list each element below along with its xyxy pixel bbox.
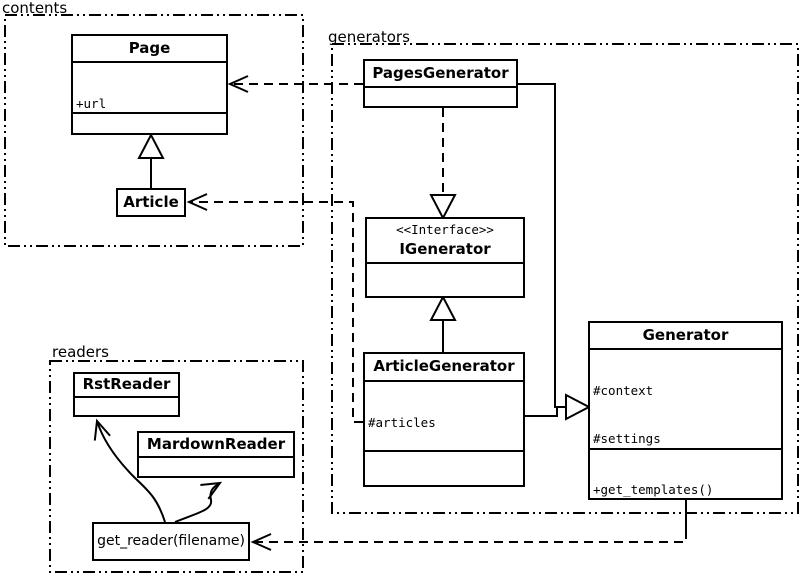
arrow-articlegenerator-uses-article bbox=[186, 193, 363, 423]
class-methods-mardownreader: +read() bbox=[139, 458, 293, 476]
package-label-generators: generators bbox=[328, 28, 410, 46]
class-box-pagesgenerator: PagesGenerator #pages bbox=[363, 59, 518, 108]
class-box-page: Page +url +slug +summary +check_properti… bbox=[71, 34, 228, 135]
attr-line: +url bbox=[76, 96, 107, 111]
class-methods-generator: +get_templates() +get_files(path,exclude… bbox=[590, 450, 781, 498]
class-methods-articlegenerator: +generate_feeds() +generate_pages() bbox=[365, 452, 523, 485]
class-box-mardownreader: MardownReader +read() bbox=[137, 431, 295, 478]
class-attributes-pagesgenerator: #pages bbox=[365, 88, 516, 106]
arrow-getreader-to-rstreader bbox=[93, 418, 166, 523]
class-title-articlegenerator: ArticleGenerator bbox=[365, 354, 523, 382]
class-methods-rstreader: +read() bbox=[75, 398, 178, 415]
class-attributes-generator: #context #settings #path #theme #output_… bbox=[590, 350, 781, 450]
class-box-articlegenerator: ArticleGenerator #articles #dates #tags … bbox=[363, 352, 525, 487]
package-border-contents bbox=[4, 14, 304, 247]
function-box-getreader: get_reader(filename) bbox=[92, 522, 250, 561]
class-title-generator: Generator bbox=[590, 323, 781, 350]
arrow-pagesgenerator-extends-generator bbox=[518, 83, 592, 421]
class-title-mardownreader: MardownReader bbox=[139, 433, 293, 458]
attr-line: #articles bbox=[368, 415, 436, 430]
class-title-igenerator: <<Interface>> IGenerator bbox=[367, 219, 523, 264]
class-attributes-page: +url +slug +summary bbox=[73, 63, 226, 114]
class-methods-page: +check_properties() bbox=[73, 114, 226, 133]
attr-line: #context bbox=[593, 383, 654, 398]
package-label-contents: contents bbox=[2, 0, 68, 17]
class-title-article: Article bbox=[123, 193, 179, 211]
class-box-rstreader: RstReader +read() bbox=[73, 372, 180, 417]
class-box-igenerator: <<Interface>> IGenerator +generate_conte… bbox=[365, 217, 525, 298]
class-title-rstreader: RstReader bbox=[75, 374, 178, 398]
class-box-article: Article bbox=[116, 188, 186, 217]
method-line: +get_templates() bbox=[593, 482, 714, 497]
class-attributes-articlegenerator: #articles #dates #tags #categories bbox=[365, 382, 523, 452]
attr-line: #settings bbox=[593, 431, 661, 446]
package-border-generators bbox=[331, 43, 799, 514]
interface-name: IGenerator bbox=[399, 240, 491, 258]
stereotype-label: <<Interface>> bbox=[396, 222, 494, 237]
package-label-readers: readers bbox=[52, 343, 109, 361]
class-methods-igenerator: +generate_context() +generate_output() bbox=[367, 264, 523, 296]
package-border-readers bbox=[49, 360, 304, 573]
arrow-articlegenerator-extends-generator bbox=[525, 407, 558, 417]
arrow-generator-uses-getreader bbox=[250, 530, 687, 551]
class-title-page: Page bbox=[73, 36, 226, 63]
arrow-getreader-to-mardownreader bbox=[174, 481, 223, 523]
class-title-pagesgenerator: PagesGenerator bbox=[365, 61, 516, 88]
class-box-generator: Generator #context #settings #path #them… bbox=[588, 321, 783, 500]
